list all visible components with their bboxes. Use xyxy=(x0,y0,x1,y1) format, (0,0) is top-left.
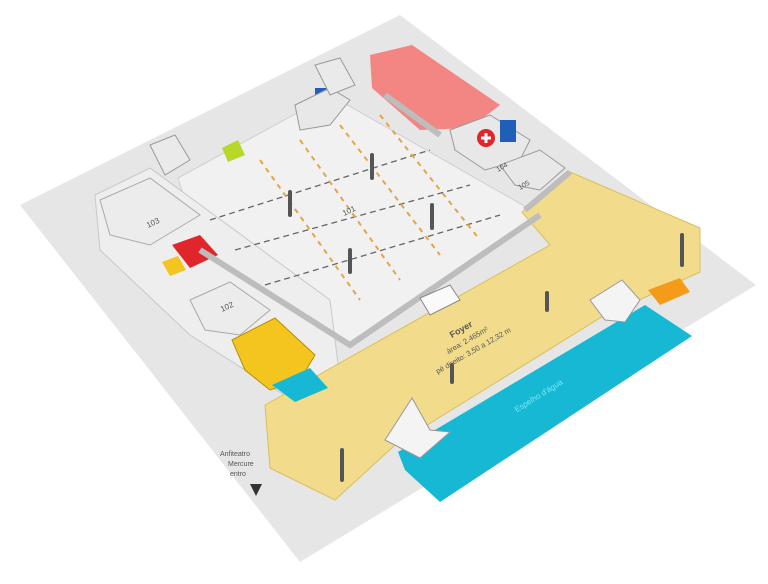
lime-room xyxy=(222,140,245,162)
pillars xyxy=(288,153,684,482)
exit-label-3: entro xyxy=(230,471,246,478)
yellow-restroom-small xyxy=(162,256,186,276)
room-103 xyxy=(99,177,201,246)
blue-restroom xyxy=(500,120,516,142)
exit-arrow-icon xyxy=(250,484,262,496)
stair-room xyxy=(149,134,191,176)
exit-label-2: Mercure xyxy=(228,461,254,468)
red-restroom xyxy=(172,235,218,268)
exit-label-1: Anfiteatro xyxy=(220,451,250,458)
water-sculpture-left xyxy=(384,397,452,459)
walls xyxy=(198,92,572,349)
orange-box xyxy=(648,278,690,305)
room-102 xyxy=(189,281,271,336)
cyan-room xyxy=(272,368,328,402)
lane-markings xyxy=(259,114,481,301)
room-104-label: 104 xyxy=(496,162,510,174)
parking-dividers xyxy=(209,149,501,286)
water-sculpture-right xyxy=(589,279,641,323)
escalator-icon xyxy=(419,284,461,316)
top-room-2 xyxy=(314,57,356,96)
top-room xyxy=(294,87,351,131)
room-105 xyxy=(499,149,566,191)
room-105-label: 105 xyxy=(518,180,532,192)
water-mirror xyxy=(398,305,692,502)
